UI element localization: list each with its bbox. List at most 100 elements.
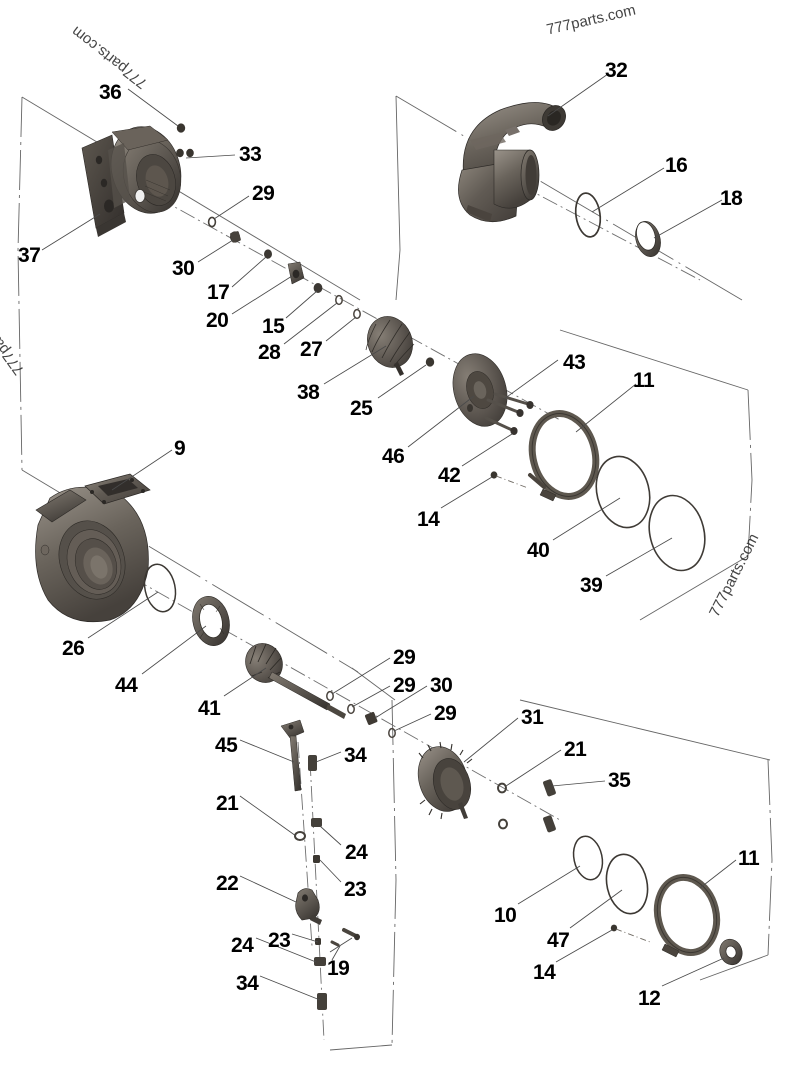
callout-38[interactable]: 38	[297, 381, 320, 404]
callout-11a[interactable]: 11	[633, 369, 655, 392]
callout-29b[interactable]: 29	[393, 646, 416, 669]
part-14-bolt-upper	[490, 471, 529, 489]
callout-44[interactable]: 44	[115, 674, 138, 697]
callout-39[interactable]: 39	[580, 574, 603, 597]
callout-37[interactable]: 37	[18, 244, 41, 267]
callout-21b[interactable]: 21	[564, 738, 587, 761]
callout-47[interactable]: 47	[547, 929, 570, 952]
part-47-o-ring-seal	[605, 853, 649, 915]
callout-29d[interactable]: 29	[434, 702, 457, 725]
callout-12[interactable]: 12	[638, 987, 661, 1010]
leader-21b	[505, 749, 562, 787]
callout-23a[interactable]: 23	[344, 878, 367, 901]
leader-28	[283, 302, 338, 345]
part-31-nozzle-ring	[417, 741, 473, 820]
part-40-o-ring	[595, 455, 651, 529]
callout-30b[interactable]: 30	[430, 674, 453, 697]
leader-23b	[291, 933, 319, 943]
part-32-turbine-housing	[458, 102, 566, 223]
callout-10[interactable]: 10	[494, 904, 517, 927]
part-42-screw	[484, 416, 518, 435]
callout-15[interactable]: 15	[262, 315, 285, 338]
callout-14b[interactable]: 14	[533, 961, 556, 984]
callout-35[interactable]: 35	[608, 769, 631, 792]
callout-17[interactable]: 17	[207, 281, 230, 304]
callout-27[interactable]: 27	[300, 338, 323, 361]
frame-bracket-left-upper	[17, 96, 23, 471]
leader-15	[285, 290, 318, 319]
callout-24a[interactable]: 24	[345, 841, 368, 864]
callout-34a[interactable]: 34	[344, 744, 367, 767]
callout-19[interactable]: 19	[327, 957, 350, 980]
callout-29a[interactable]: 29	[252, 182, 275, 205]
callout-43[interactable]: 43	[563, 351, 586, 374]
part-23-clip-b	[315, 938, 321, 945]
callout-14a[interactable]: 14	[417, 508, 440, 531]
callout-21a[interactable]: 21	[216, 792, 239, 815]
frame-group	[17, 95, 773, 1051]
leader-38	[323, 345, 387, 385]
part-39-o-ring	[648, 494, 706, 572]
callout-11b[interactable]: 11	[738, 847, 760, 870]
leader-lines	[41, 73, 737, 1001]
frame-edge-right-a	[559, 329, 749, 391]
part-34-bushing-b	[317, 993, 327, 1010]
part-16-seal-ring	[574, 192, 602, 238]
callout-23b[interactable]: 23	[268, 929, 291, 952]
callout-41[interactable]: 41	[198, 697, 221, 720]
part-21-washer-c	[294, 831, 306, 841]
callout-22[interactable]: 22	[216, 872, 239, 895]
leader-20	[231, 275, 293, 315]
callout-20[interactable]: 20	[206, 309, 229, 332]
leader-41	[223, 667, 267, 697]
part-38-thrust-collar	[425, 357, 435, 367]
bearing-housing-assembly	[81, 123, 706, 572]
callout-42[interactable]: 42	[438, 464, 461, 487]
leader-26	[87, 591, 159, 639]
callout-45[interactable]: 45	[215, 734, 238, 757]
part-22-actuator-lever	[295, 888, 322, 925]
callout-40[interactable]: 40	[527, 539, 550, 562]
part-29-circlip-c	[347, 703, 355, 715]
callout-16[interactable]: 16	[665, 154, 688, 177]
callout-25[interactable]: 25	[350, 397, 373, 420]
part-9-compressor-housing	[35, 473, 151, 623]
part-17-spacer	[264, 249, 272, 259]
callout-26[interactable]: 26	[62, 637, 85, 660]
part-23-clip-a	[313, 855, 320, 863]
callout-9[interactable]: 9	[174, 437, 186, 460]
callout-31[interactable]: 31	[521, 706, 544, 729]
leader-11b	[699, 859, 737, 889]
frame-edge-right-b	[639, 555, 749, 621]
callout-28[interactable]: 28	[258, 341, 281, 364]
frame-edge-left-bottom	[21, 469, 359, 673]
leader-14b	[555, 929, 613, 963]
leader-29c	[351, 685, 391, 708]
part-bearing-housing-body	[108, 125, 182, 214]
callout-24b[interactable]: 24	[231, 934, 254, 957]
leader-24a	[319, 825, 342, 846]
callout-32[interactable]: 32	[605, 59, 628, 82]
leader-21a	[239, 795, 297, 837]
part-26-o-ring-housing	[143, 563, 177, 613]
leader-25	[377, 364, 427, 399]
leader-22	[239, 875, 297, 903]
turbine-housing-assembly	[458, 102, 701, 281]
leader-24b	[255, 937, 317, 963]
callout-46[interactable]: 46	[382, 445, 405, 468]
leader-10	[517, 865, 581, 905]
part-19-pin	[330, 928, 360, 947]
leader-44	[141, 625, 207, 675]
callout-18[interactable]: 18	[720, 187, 743, 210]
leader-30a	[197, 239, 234, 263]
callout-34b[interactable]: 34	[236, 972, 259, 995]
part-30-bearing-b	[364, 711, 378, 725]
callout-33[interactable]: 33	[239, 143, 262, 166]
callout-30a[interactable]: 30	[172, 257, 195, 280]
frame-lower-left-vert	[391, 699, 397, 1046]
leader-18	[653, 199, 723, 239]
callout-36[interactable]: 36	[99, 81, 122, 104]
frame-bracket-right-upper	[395, 95, 401, 301]
callout-29c[interactable]: 29	[393, 674, 416, 697]
